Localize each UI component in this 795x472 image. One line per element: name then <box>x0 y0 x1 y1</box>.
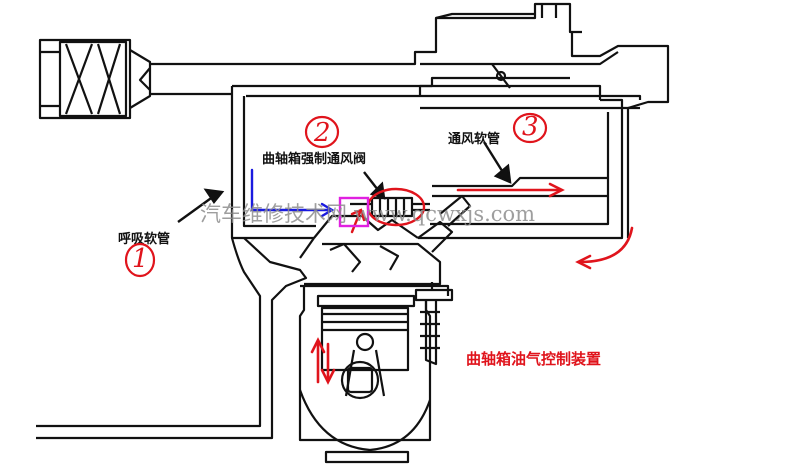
oil-filler <box>414 282 454 366</box>
pcv-valve-label: 曲轴箱强制通风阀 <box>262 152 367 167</box>
annotation-2: 2 <box>314 118 331 148</box>
vent-hose-label: 通风软管 <box>448 132 501 147</box>
air-filter <box>38 38 152 120</box>
annotation-3: 3 <box>522 112 539 142</box>
breather-hose <box>36 237 315 440</box>
intake-duct <box>138 2 670 238</box>
diagram-title: 曲轴箱油气控制装置 <box>466 350 602 368</box>
flow-arrows <box>250 168 634 385</box>
annotation-1: 1 <box>132 244 149 274</box>
pcv-highlight-box <box>338 196 370 228</box>
watermark: 汽车维修技术网 www.qcwxjs.com <box>200 202 536 226</box>
cylinder-head <box>300 194 472 296</box>
engine-block <box>298 286 432 464</box>
